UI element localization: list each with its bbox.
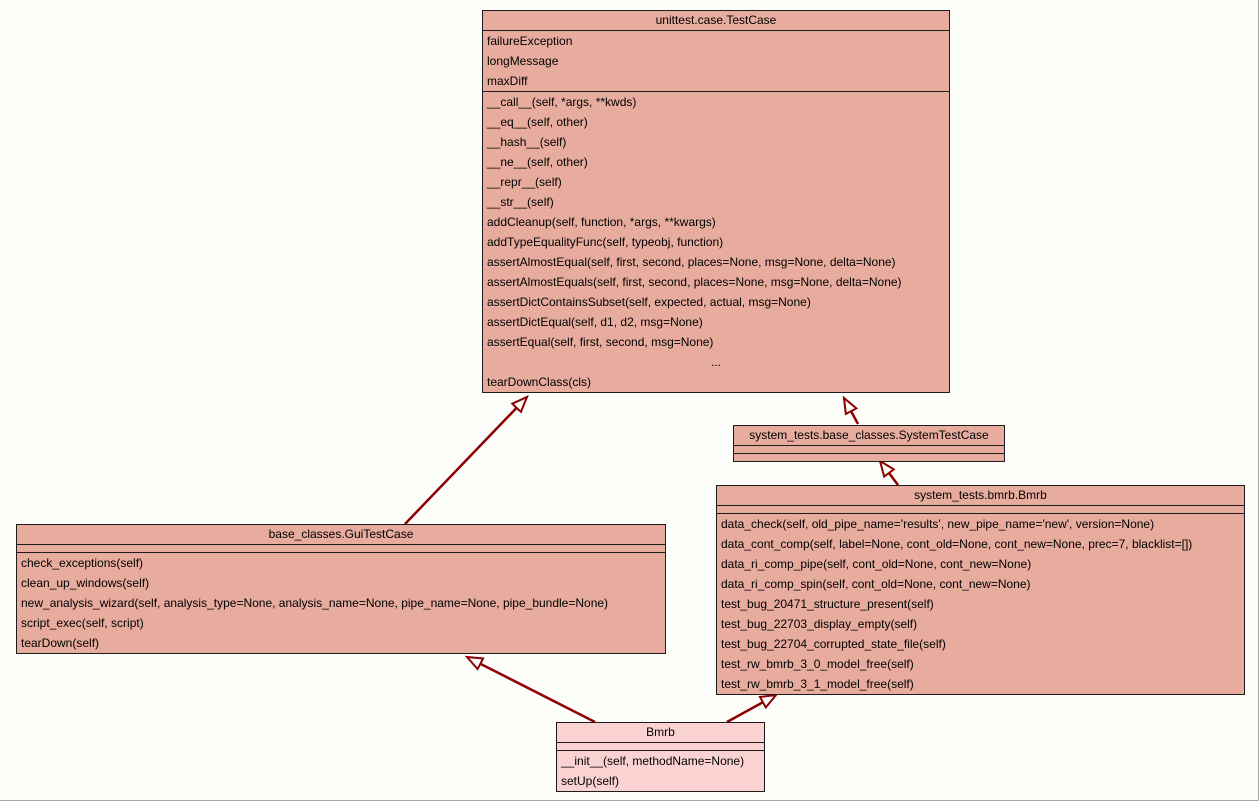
inheritance-arrow-bmrb-to-bmrb-system (726, 693, 779, 724)
member-row: addCleanup(self, function, *args, **kwar… (487, 215, 716, 229)
inheritance-arrow-bmrb-system-to-systemtestcase (878, 458, 899, 486)
member-row: __eq__(self, other) (487, 115, 588, 129)
class-box-systemtestcase: system_tests.base_classes.SystemTestCase (733, 425, 1005, 462)
member-row: test_bug_22703_display_empty(self) (721, 617, 918, 631)
member-row: failureException (487, 34, 573, 48)
methods-compartment: data_check(self, old_pipe_name='results'… (717, 514, 1244, 694)
attributes-compartment: failureException longMessage maxDiff (483, 31, 949, 92)
member-row: __str__(self) (487, 195, 554, 209)
member-row: maxDiff (487, 74, 528, 88)
member-row: assertDictEqual(self, d1, d2, msg=None) (487, 315, 703, 329)
class-title: Bmrb (557, 723, 764, 743)
member-row: script_exec(self, script) (21, 616, 144, 630)
member-row: longMessage (487, 54, 559, 68)
member-row: test_rw_bmrb_3_1_model_free(self) (721, 677, 914, 691)
methods-compartment: __init__(self, methodName=None) setUp(sel… (557, 751, 764, 791)
methods-compartment (734, 454, 1004, 461)
attributes-compartment (717, 506, 1244, 514)
member-row: tearDown(self) (21, 636, 100, 650)
member-row: __hash__(self) (487, 135, 567, 149)
member-row: assertDictContainsSubset(self, expected,… (487, 295, 811, 309)
member-row: assertAlmostEqual(self, first, second, p… (487, 255, 896, 269)
class-title: system_tests.bmrb.Bmrb (717, 486, 1244, 506)
inheritance-arrow-systemtestcase-to-testcase (842, 395, 860, 425)
class-title: unittest.case.TestCase (483, 11, 949, 31)
member-row: data_cont_comp(self, label=None, cont_ol… (721, 537, 1193, 551)
member-row: __call__(self, *args, **kwds) (487, 95, 637, 109)
class-box-bmrb: Bmrb __init__(self, methodName=None) setU… (556, 722, 765, 792)
member-row: test_bug_20471_structure_present(self) (721, 597, 934, 611)
member-row: addTypeEqualityFunc(self, typeobj, funct… (487, 235, 724, 249)
member-row: data_check(self, old_pipe_name='results'… (721, 517, 1155, 531)
member-row: __repr__(self) (487, 175, 562, 189)
member-row: assertEqual(self, first, second, msg=Non… (487, 335, 714, 349)
member-row: data_ri_comp_spin(self, cont_old=None, c… (721, 577, 1031, 591)
member-row: new_analysis_wizard(self, analysis_type=… (21, 596, 609, 610)
member-row: setUp(self) (561, 774, 620, 788)
methods-compartment: check_exceptions(self) clean_up_windows(s… (17, 553, 665, 653)
member-row: assertAlmostEquals(self, first, second, … (487, 275, 902, 289)
attributes-compartment (17, 545, 665, 553)
class-title: base_classes.GuiTestCase (17, 525, 665, 545)
member-row: clean_up_windows(self) (21, 576, 150, 590)
class-box-system-tests-bmrb: system_tests.bmrb.Bmrb data_check(self, … (716, 485, 1245, 695)
member-row: __init__(self, methodName=None) (561, 754, 745, 768)
class-title: system_tests.base_classes.SystemTestCase (734, 426, 1004, 446)
methods-compartment: __call__(self, *args, **kwds) __eq__(self… (483, 92, 949, 392)
class-box-unittest-case-testcase: unittest.case.TestCase failureException l… (482, 10, 950, 393)
inheritance-arrow-guitestcase-to-testcase (404, 395, 529, 525)
member-row: test_bug_22704_corrupted_state_file(self… (721, 637, 946, 651)
member-row: data_ri_comp_pipe(self, cont_old=None, c… (721, 557, 1032, 571)
attributes-compartment (557, 743, 764, 751)
member-row: __ne__(self, other) (487, 155, 588, 169)
attributes-compartment (734, 446, 1004, 454)
class-box-guitestcase: base_classes.GuiTestCase check_exception… (16, 524, 666, 654)
member-row: tearDownClass(cls) (487, 375, 592, 389)
member-row: check_exceptions(self) (21, 556, 144, 570)
inheritance-arrow-bmrb-to-guitestcase (464, 655, 596, 724)
member-row: ... (710, 355, 721, 369)
member-row: test_rw_bmrb_3_0_model_free(self) (721, 657, 914, 671)
